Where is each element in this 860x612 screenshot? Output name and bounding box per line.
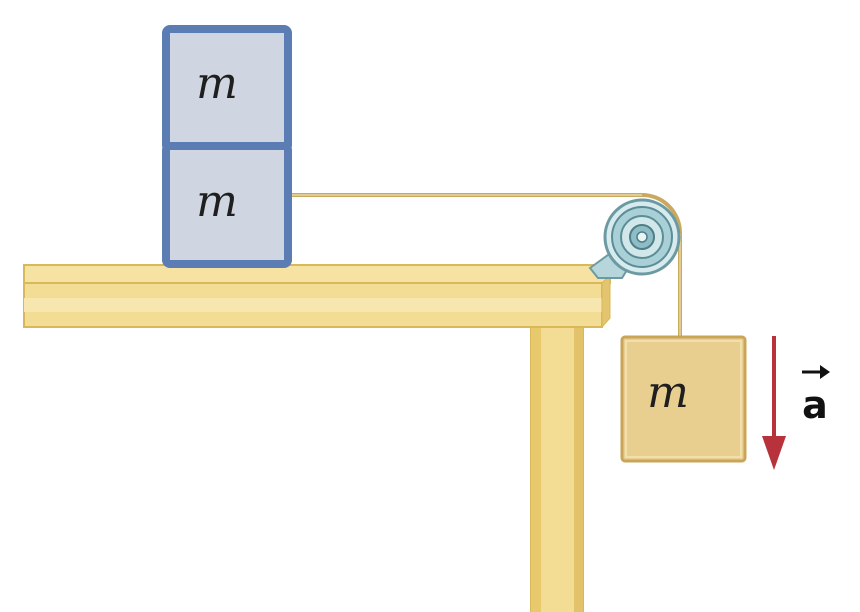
upper-block-label: m [196,58,238,109]
hanging-block: m [620,335,747,463]
acceleration-symbol: a [802,383,828,427]
table-top [23,264,611,329]
lower-block-label: m [196,176,238,227]
rope [290,193,682,338]
lower-block: m [162,142,292,268]
pulley [603,198,681,276]
upper-block: m [162,25,292,153]
table-leg [530,325,584,612]
hanging-block-label: m [647,367,689,418]
acceleration-arrow [762,336,786,470]
acceleration-label: a [802,365,830,427]
